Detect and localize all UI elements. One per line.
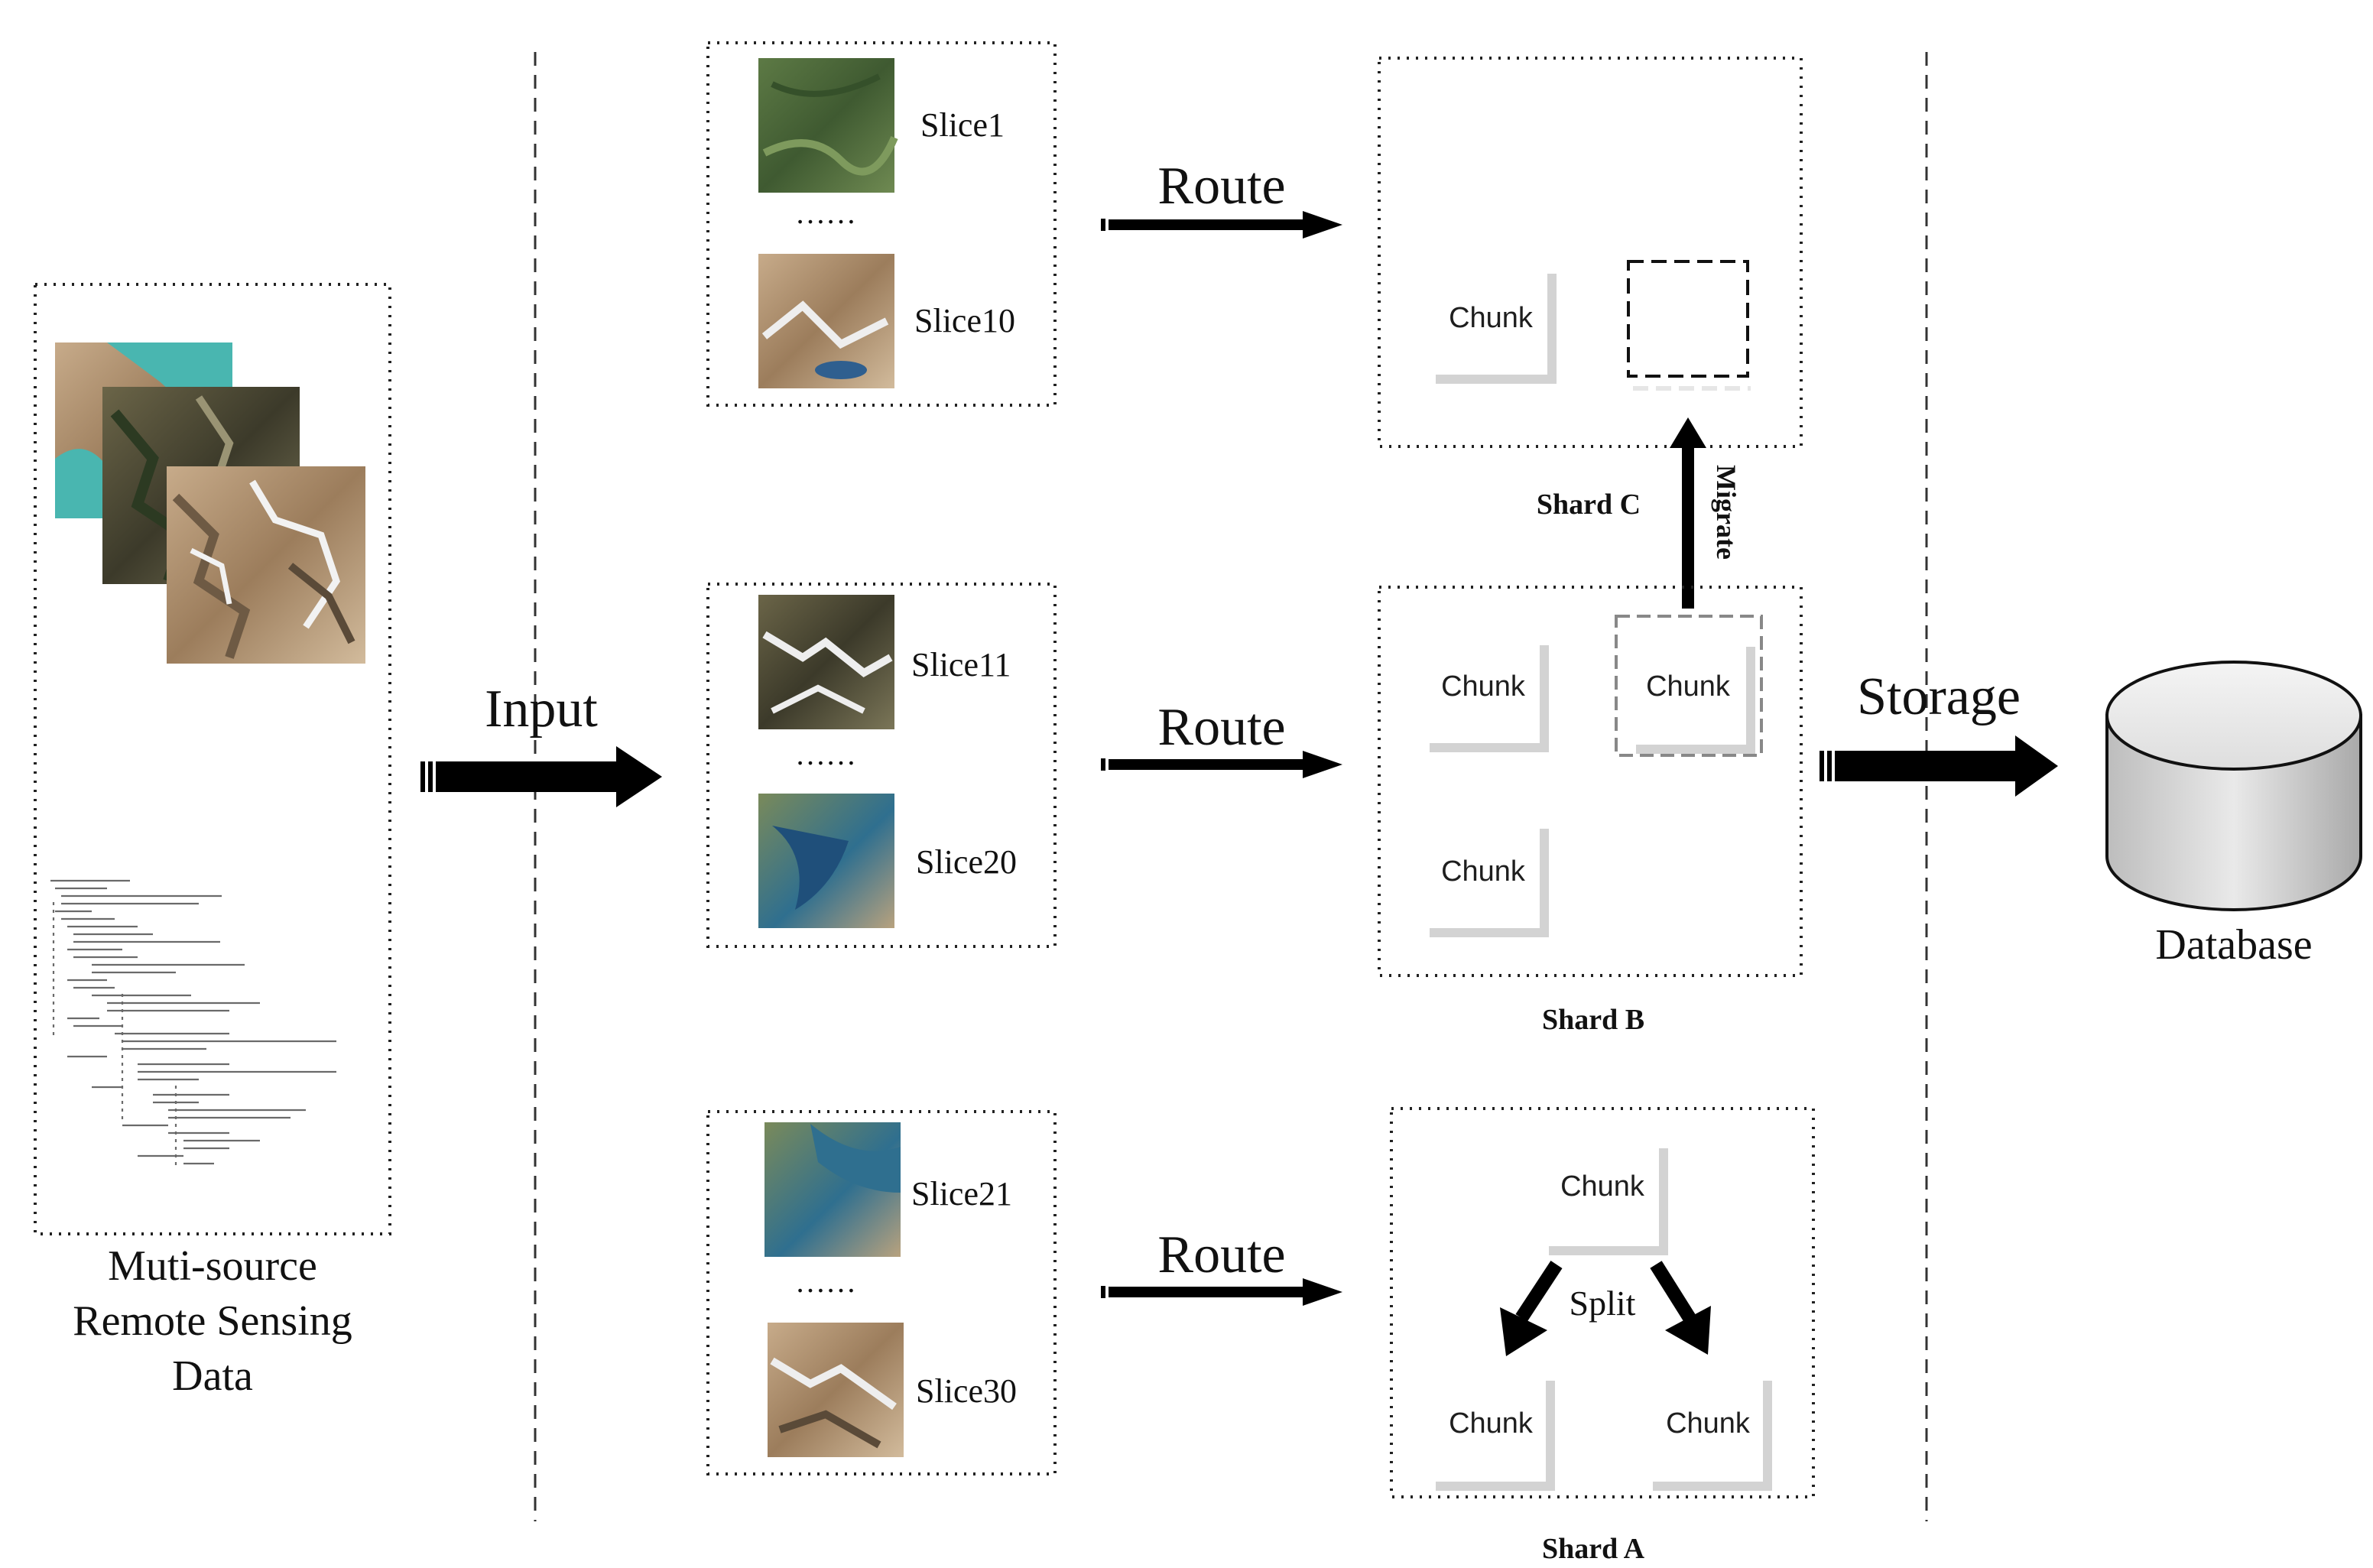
database-label: Database (2155, 921, 2312, 969)
split-label: Split (1570, 1284, 1636, 1323)
route-label-2: Route (1157, 698, 1285, 757)
migrate-label: Migrate (1711, 465, 1742, 560)
route-label-1: Route (1157, 157, 1285, 216)
input-arrow (420, 746, 662, 807)
slice-21-label: Slice21 (911, 1175, 1012, 1213)
shard-c-chunk: Chunk (1436, 274, 1557, 384)
split-arrow-left (1500, 1261, 1563, 1356)
source-label-line-3: Data (172, 1352, 253, 1400)
slice-1-label: Slice1 (920, 106, 1005, 144)
route-arrow-3 (1101, 1278, 1342, 1306)
shard-a-chunk-right: Chunk (1653, 1381, 1772, 1491)
slice-group-3-box (706, 1110, 1057, 1475)
slice-group-2: Slice11 …… Slice20 (706, 583, 1057, 948)
shard-a-chunk-right-label: Chunk (1666, 1407, 1751, 1440)
input-label: Input (485, 680, 598, 739)
database-icon (2105, 661, 2362, 911)
source-data-panel: Muti-source Remote Sensing Data (34, 283, 391, 1400)
slice-group-2-box (706, 583, 1057, 948)
source-label-line-2: Remote Sensing (73, 1297, 352, 1345)
route-arrow-1 (1101, 211, 1342, 239)
shard-c-chunk-label: Chunk (1449, 302, 1534, 334)
shard-b-chunk-1-label: Chunk (1441, 670, 1526, 703)
shard-b: Chunk Chunk Chunk Shard B (1378, 586, 1803, 1036)
shard-c: Chunk Shard C (1378, 57, 1803, 521)
shard-b-chunk-2-label: Chunk (1646, 670, 1731, 703)
shard-c-box (1378, 57, 1803, 448)
route-arrow-2 (1101, 751, 1342, 778)
shard-a-label: Shard A (1542, 1533, 1645, 1565)
route-label-3: Route (1157, 1226, 1285, 1284)
shard-b-chunk-3: Chunk (1430, 829, 1549, 937)
shard-c-label: Shard C (1537, 489, 1641, 521)
migrate-arrow (1670, 417, 1706, 609)
shard-b-chunk-1: Chunk (1430, 645, 1549, 752)
migrated-chunk-placeholder (1627, 260, 1751, 391)
slice-10-label: Slice10 (914, 302, 1015, 339)
shard-a-chunk-left-label: Chunk (1449, 1407, 1534, 1440)
slice-group-2-ellipsis: …… (795, 737, 856, 771)
slice-group-1: Slice1 …… Slice10 (706, 41, 1057, 407)
slice-30-image (768, 1323, 904, 1457)
shard-b-chunk-2: Chunk (1615, 615, 1763, 757)
slice-group-1-ellipsis: …… (795, 196, 856, 230)
slice-11-label: Slice11 (911, 646, 1011, 683)
shard-a: Chunk Split Chunk Chunk Shard A (1390, 1107, 1815, 1565)
shard-a-chunk-parent: Chunk (1549, 1148, 1668, 1255)
slice-group-3: Slice21 …… Slice30 (706, 1110, 1057, 1475)
slice-group-1-box (706, 41, 1057, 407)
split-arrow-right (1650, 1261, 1711, 1355)
geojson-text-snippet (50, 879, 336, 1170)
shard-a-box (1390, 1107, 1815, 1498)
slice-20-label: Slice20 (916, 843, 1017, 881)
shard-a-chunk-left: Chunk (1436, 1381, 1555, 1491)
shard-a-chunk-parent-label: Chunk (1560, 1170, 1645, 1203)
image-layer-front (167, 466, 365, 664)
slice-group-3-ellipsis: …… (795, 1264, 856, 1299)
source-label-line-1: Muti-source (108, 1242, 317, 1290)
slice-30-label: Slice30 (916, 1372, 1017, 1410)
shard-b-label: Shard B (1542, 1004, 1644, 1036)
shard-b-box (1378, 586, 1803, 977)
storage-label: Storage (1857, 667, 2021, 726)
storage-arrow (1820, 735, 2058, 797)
shard-b-chunk-3-label: Chunk (1441, 855, 1526, 888)
stacked-remote-sensing-images (55, 342, 365, 664)
